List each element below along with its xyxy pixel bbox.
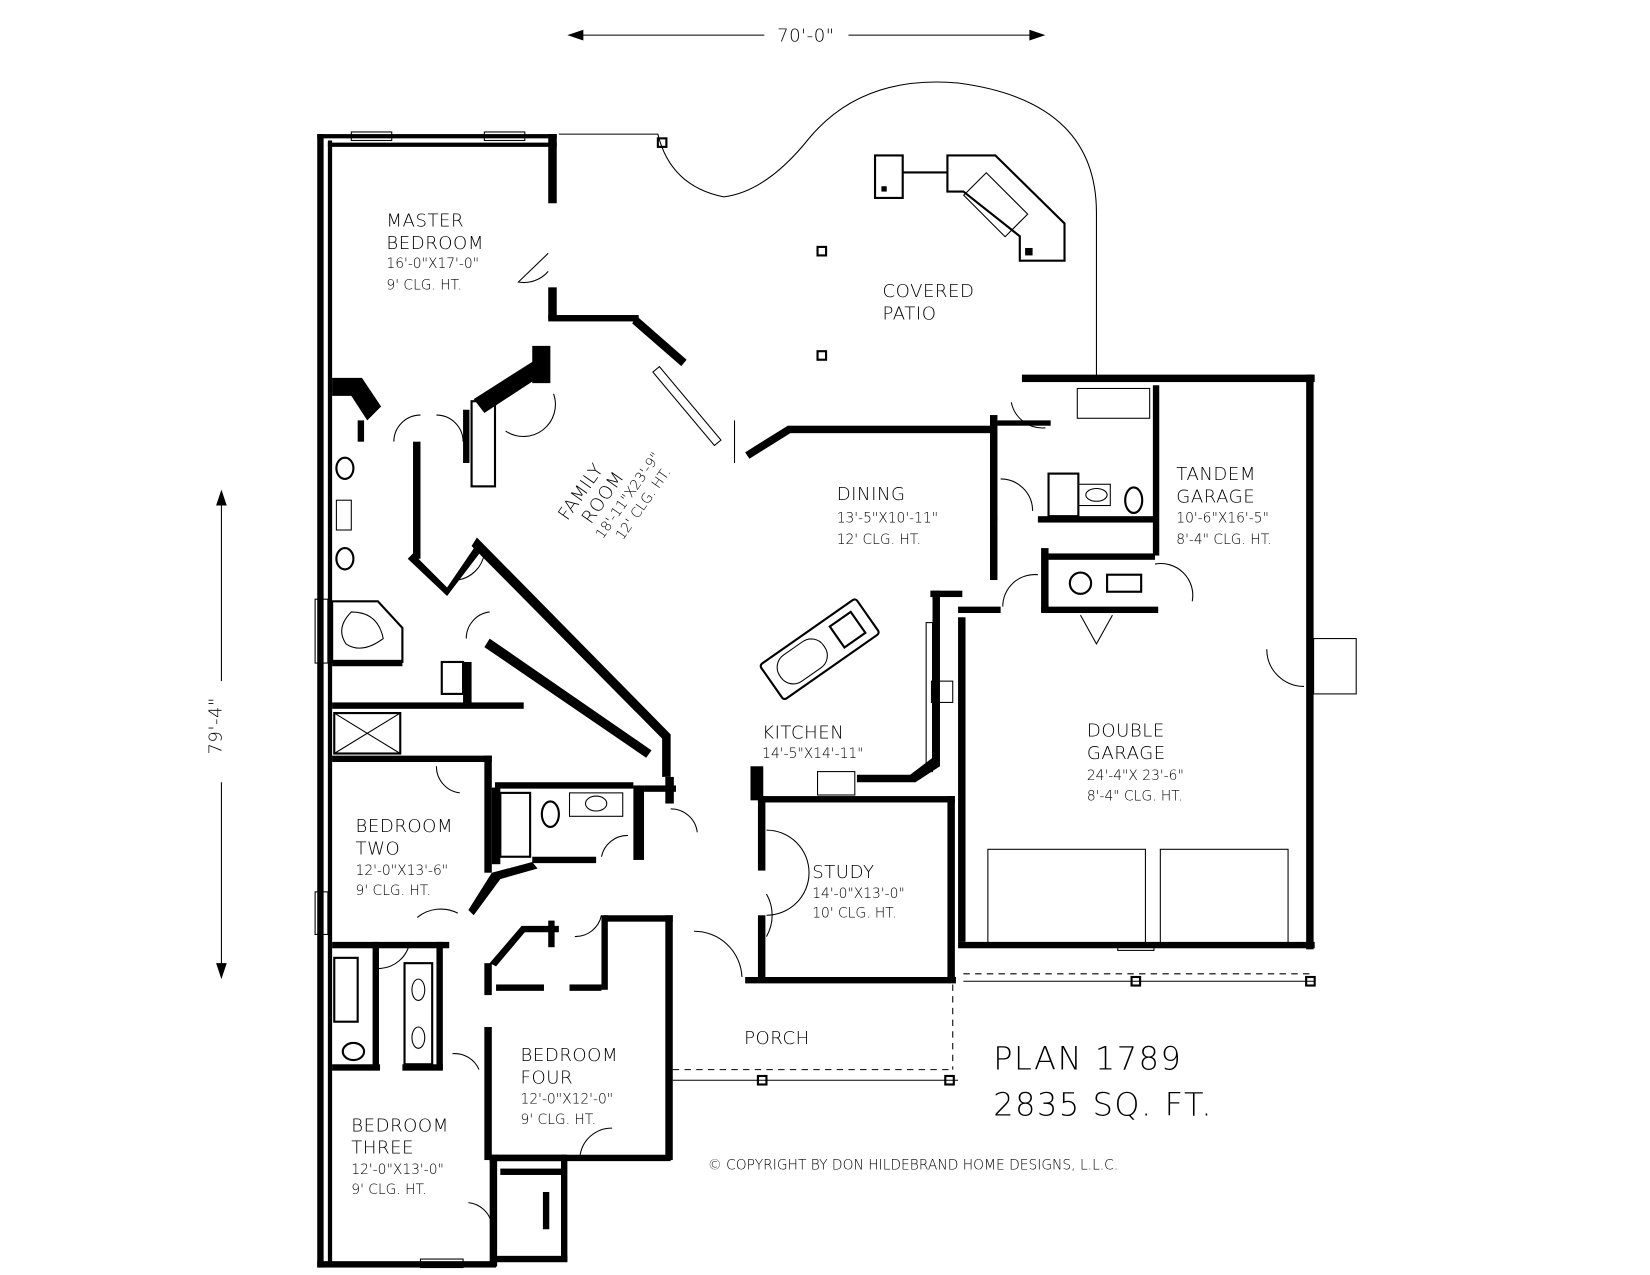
room-name: DINING	[837, 484, 906, 505]
room-name: TWO	[356, 839, 401, 860]
room-dimensions: 12'-0"X13'-0"	[351, 1162, 444, 1178]
copyright-notice: © COPYRIGHT BY DON HILDEBRAND HOME DESIG…	[708, 1158, 1118, 1174]
room-name: GARAGE	[1087, 743, 1166, 764]
room-family-room: FAMILY ROOM 18'-11"X23'-9" 12' CLG. HT.	[554, 450, 674, 543]
room-covered-patio: COVERED PATIO	[882, 281, 974, 324]
room-name: TANDEM	[1176, 464, 1256, 485]
room-name: DOUBLE	[1087, 720, 1165, 741]
room-name: BEDROOM	[521, 1045, 619, 1066]
room-dimensions: 13'-5"X10'-11"	[837, 511, 938, 527]
room-ceiling: 9' CLG. HT.	[386, 277, 461, 293]
depth-dimension-label: 79'-4"	[205, 697, 226, 755]
fixtures	[314, 131, 1357, 1269]
room-name: FOUR	[521, 1067, 574, 1088]
room-name: STUDY	[812, 862, 874, 883]
room-name: GARAGE	[1176, 486, 1255, 507]
room-dimensions: 16'-0"X17'-0"	[386, 256, 479, 272]
plan-area: 2835 SQ. FT.	[993, 1085, 1213, 1123]
room-kitchen: KITCHEN 14'-5"X14'-11"	[762, 723, 863, 762]
room-ceiling: 12' CLG. HT.	[837, 532, 921, 548]
room-ceiling: 9' CLG. HT.	[351, 1182, 426, 1198]
room-name: MASTER	[386, 211, 464, 232]
room-master-bedroom: MASTER BEDROOM 16'-0"X17'-0" 9' CLG. HT.	[386, 211, 484, 294]
room-ceiling: 8'-4" CLG. HT.	[1087, 788, 1183, 804]
room-name: KITCHEN	[762, 723, 844, 744]
room-name: BEDROOM	[356, 816, 454, 837]
plan-number: PLAN 1789	[993, 1040, 1182, 1078]
width-dimension: 70'-0"	[567, 26, 1046, 47]
room-dimensions: 12'-0"X13'-6"	[356, 863, 449, 879]
room-name: BEDROOM	[386, 233, 484, 254]
room-name: BEDROOM	[351, 1115, 449, 1136]
room-bedroom-four: BEDROOM FOUR 12'-0"X12'-0" 9' CLG. HT.	[521, 1045, 619, 1128]
room-dining: DINING 13'-5"X10'-11" 12' CLG. HT.	[837, 484, 938, 548]
room-ceiling: 8'-4" CLG. HT.	[1176, 532, 1272, 548]
room-name: THREE	[351, 1138, 414, 1159]
room-dimensions: 10'-6"X16'-5"	[1176, 511, 1269, 527]
plan-title-block: PLAN 1789 2835 SQ. FT.	[993, 1040, 1213, 1124]
room-study: STUDY 14'-0"X13'-0" 10' CLG. HT.	[812, 862, 905, 921]
room-ceiling: 9' CLG. HT.	[356, 883, 431, 899]
room-dimensions: 24'-4"X 23'-6"	[1087, 768, 1184, 784]
room-name: COVERED	[882, 281, 974, 302]
door-swings	[378, 252, 1305, 1225]
room-ceiling: 9' CLG. HT.	[521, 1112, 596, 1128]
room-bedroom-two: BEDROOM TWO 12'-0"X13'-6" 9' CLG. HT.	[356, 816, 454, 899]
room-dimensions: 14'-5"X14'-11"	[762, 746, 863, 762]
room-tandem-garage: TANDEM GARAGE 10'-6"X16'-5" 8'-4" CLG. H…	[1176, 464, 1272, 548]
room-name: PORCH	[744, 1028, 810, 1049]
width-dimension-label: 70'-0"	[777, 26, 835, 47]
interior-walls	[332, 345, 1159, 1230]
room-dimensions: 14'-0"X13'-0"	[812, 886, 905, 902]
room-name: PATIO	[882, 303, 936, 324]
room-double-garage: DOUBLE GARAGE 24'-4"X 23'-6" 8'-4" CLG. …	[1087, 720, 1184, 804]
room-dimensions: 12'-0"X12'-0"	[521, 1092, 614, 1108]
depth-dimension: 79'-4"	[205, 489, 227, 980]
room-bedroom-three: BEDROOM THREE 12'-0"X13'-0" 9' CLG. HT.	[351, 1115, 449, 1198]
room-porch: PORCH	[744, 1028, 810, 1049]
covered-patio-outline	[558, 81, 1097, 378]
room-ceiling: 10' CLG. HT.	[812, 905, 896, 921]
